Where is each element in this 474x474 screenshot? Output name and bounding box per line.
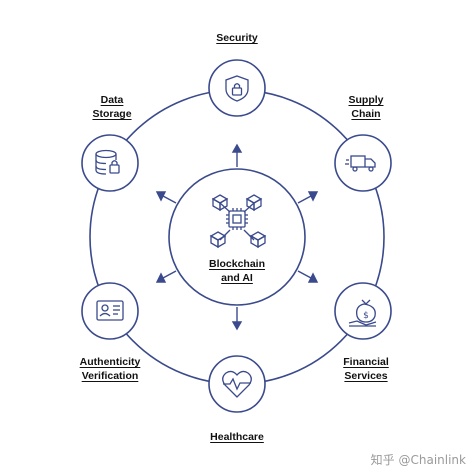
heart-pulse-icon	[222, 370, 252, 398]
label-data-storage: Data Storage	[62, 93, 162, 121]
label-center-line1: Blockchain	[208, 258, 266, 270]
label-financial: Financial Services	[316, 355, 416, 383]
label-security: Security	[187, 31, 287, 45]
label-supply-chain: Supply Chain	[316, 93, 416, 121]
arrow-lower-right	[297, 270, 319, 283]
id-card-icon	[96, 300, 124, 321]
node-authenticity	[81, 282, 139, 340]
label-authenticity-line2: Verification	[81, 370, 139, 382]
node-financial	[334, 282, 392, 340]
label-center: Blockchain and AI	[187, 257, 287, 285]
label-financial-line2: Services	[344, 370, 388, 382]
node-supply-chain	[334, 134, 392, 192]
truck-icon	[345, 155, 376, 172]
label-security-line1: Security	[216, 32, 258, 44]
label-data-storage-line1: Data	[100, 94, 124, 106]
money-bag-icon: $	[348, 299, 377, 327]
blockchain-network-icon	[209, 194, 267, 249]
label-healthcare-line1: Healthcare	[210, 431, 264, 443]
label-financial-line1: Financial	[343, 356, 389, 368]
label-supply-chain-line1: Supply	[348, 94, 384, 106]
arrow-lower-left	[155, 270, 177, 283]
node-healthcare	[208, 355, 266, 413]
database-lock-icon	[95, 149, 120, 175]
center-hub	[168, 168, 306, 306]
watermark: 知乎 @Chainlink	[370, 453, 466, 467]
arrow-up	[231, 143, 243, 167]
shield-lock-icon	[225, 75, 249, 102]
label-supply-chain-line2: Chain	[351, 108, 381, 120]
label-authenticity-line1: Authenticity	[79, 356, 141, 368]
arrow-down	[231, 307, 243, 331]
label-data-storage-line2: Storage	[92, 108, 132, 120]
label-authenticity: Authenticity Verification	[50, 355, 170, 383]
svg-text:$: $	[363, 311, 369, 321]
label-healthcare: Healthcare	[187, 430, 287, 444]
node-data-storage	[81, 134, 139, 192]
label-center-line2: and AI	[221, 272, 253, 284]
arrow-upper-right	[297, 191, 319, 204]
arrow-upper-left	[155, 191, 177, 204]
